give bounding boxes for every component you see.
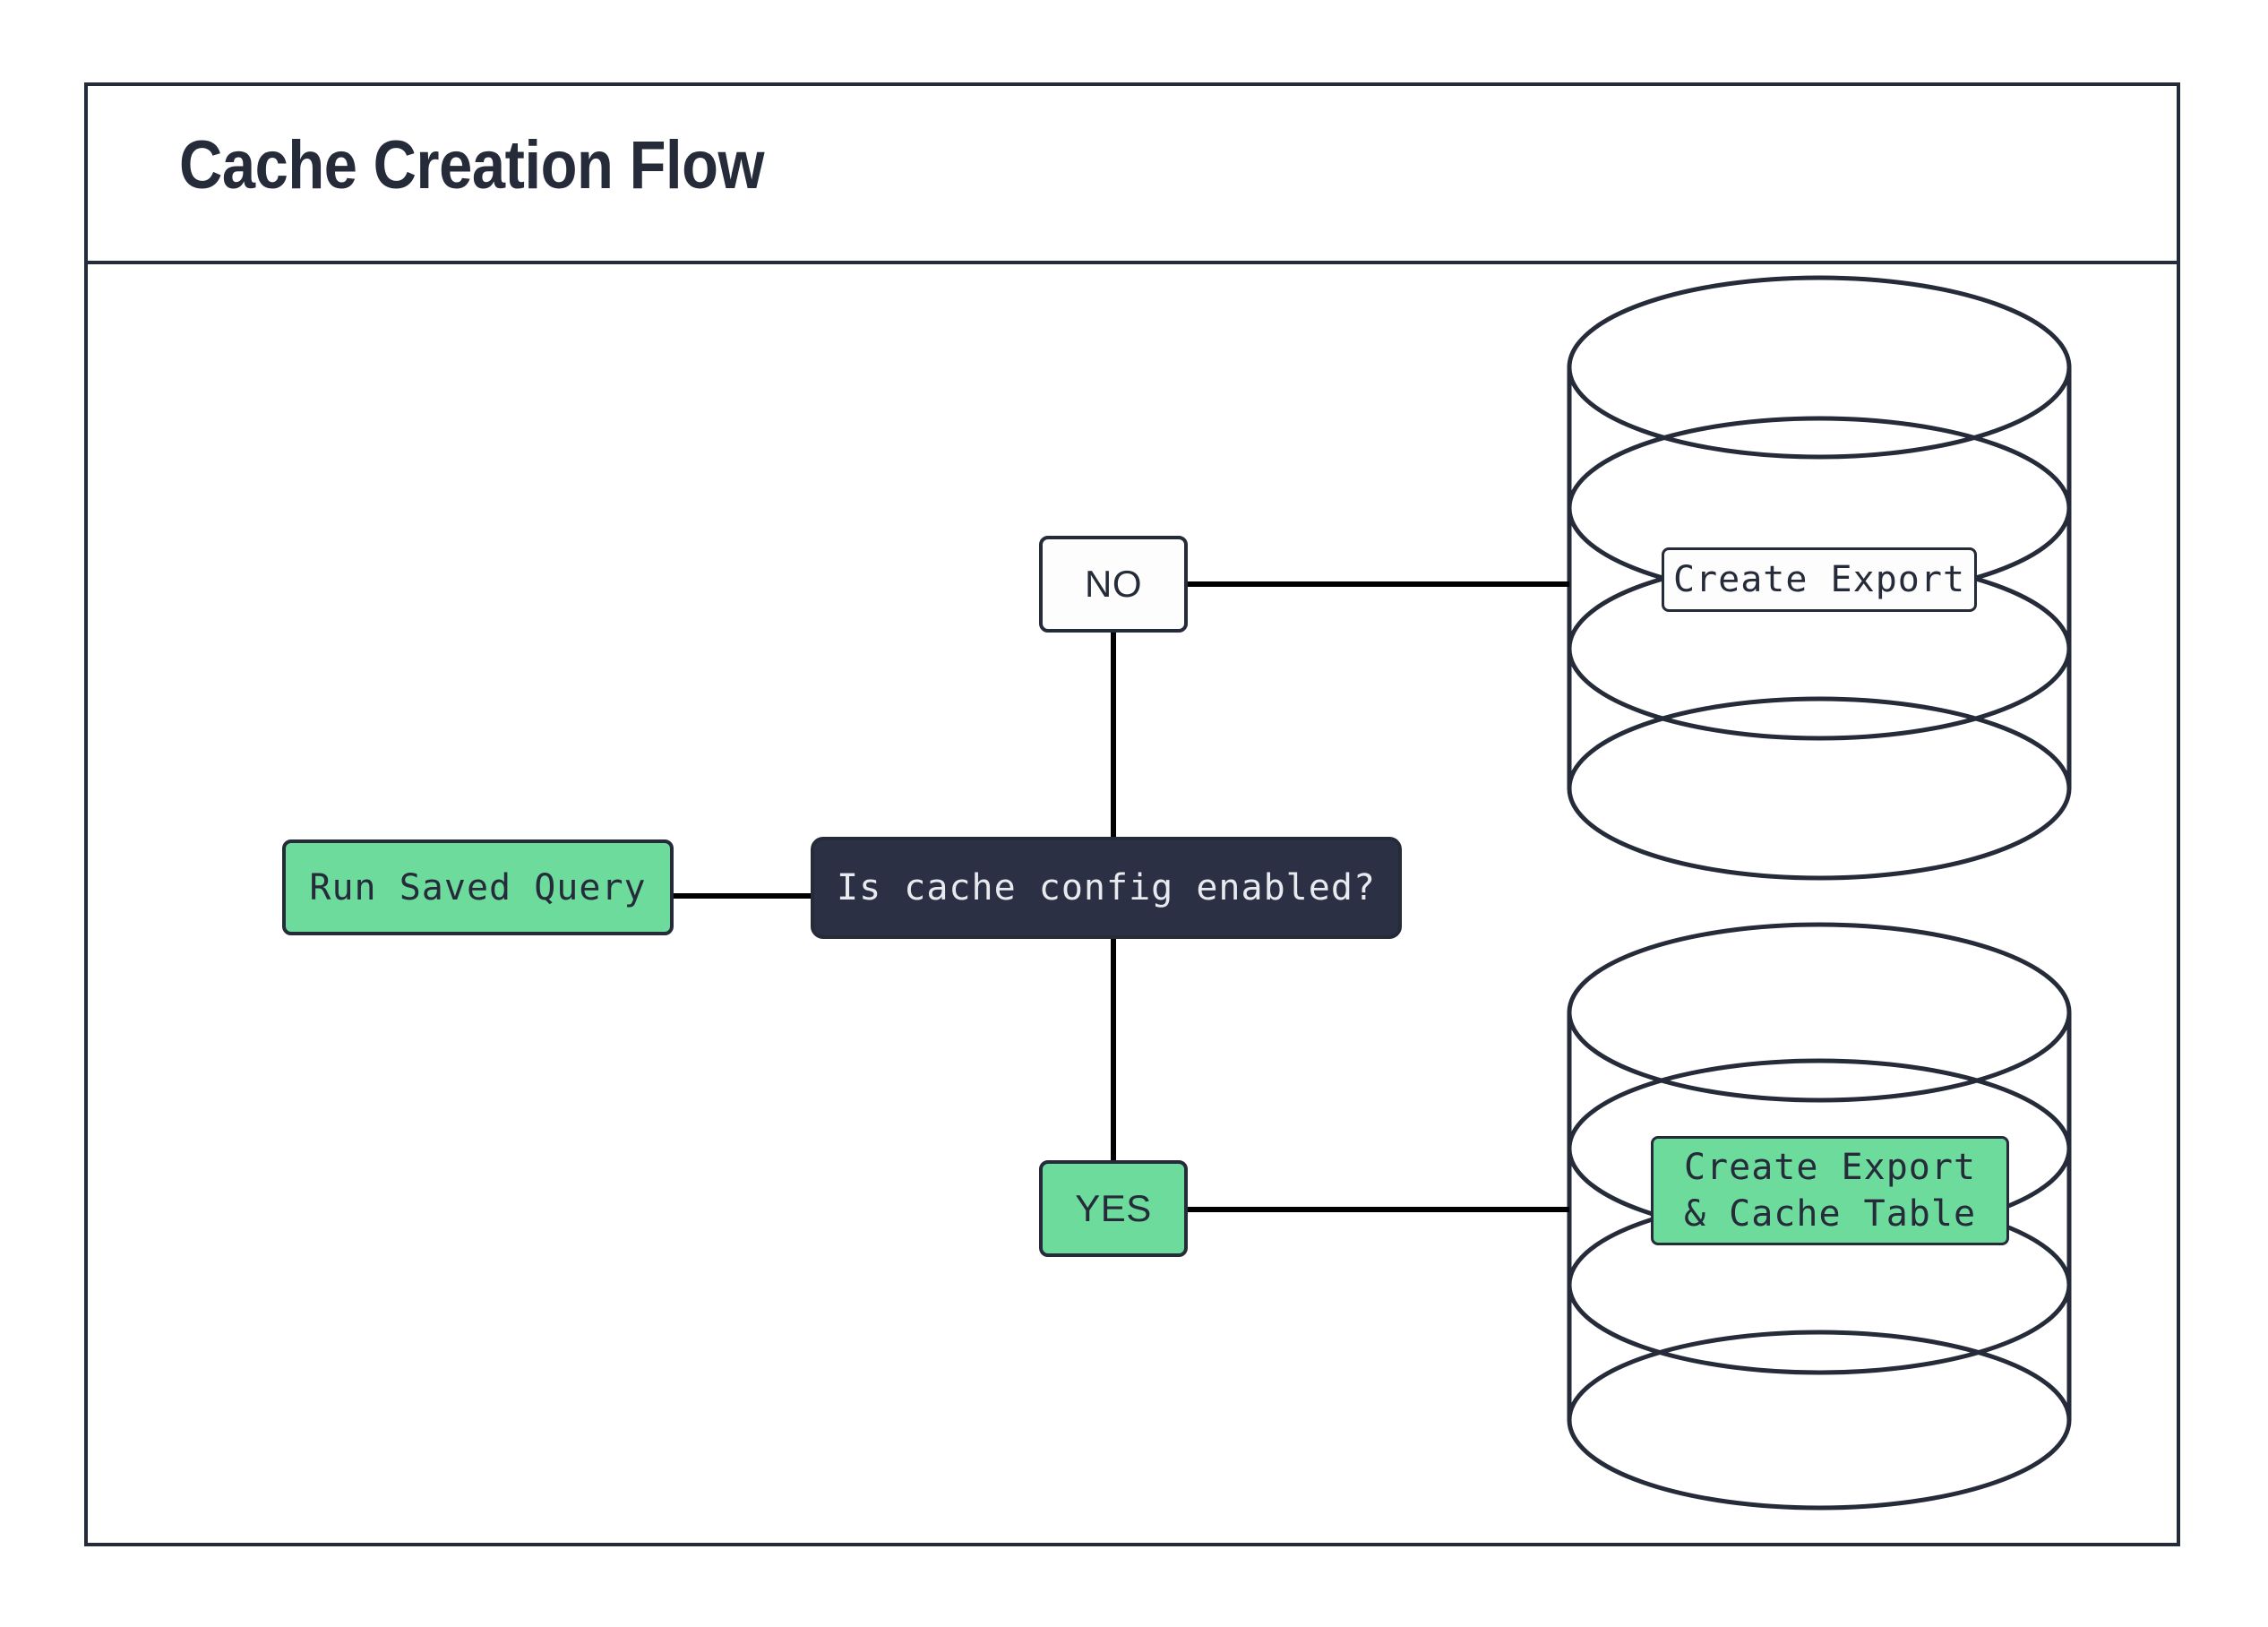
diagram-frame: [84, 82, 2180, 1546]
node-decision-label: Is cache config enabled?: [837, 867, 1376, 908]
node-database-top-label-box[interactable]: Create Export: [1662, 547, 1977, 612]
node-run-saved-query[interactable]: Run Saved Query: [282, 839, 674, 935]
node-branch-no[interactable]: NO: [1039, 536, 1188, 633]
cylinder-bottom-disk-1: [1567, 922, 2072, 1103]
database-cylinder-bottom: [1567, 922, 2072, 1511]
cylinder-bottom-disk-4: [1567, 1330, 2072, 1511]
node-database-bottom-label-line-2: & Cache Table: [1683, 1193, 1977, 1235]
cylinder-top-disk-4: [1567, 696, 2072, 881]
title-divider: [84, 261, 2180, 264]
node-branch-no-label: NO: [1085, 563, 1142, 605]
node-database-top-label-line-1: Create Export: [1672, 559, 1966, 600]
edges: [674, 581, 1569, 1212]
node-branch-yes[interactable]: YES: [1039, 1160, 1188, 1257]
page-title: Cache Creation Flow: [179, 127, 765, 203]
node-database-bottom-label-box[interactable]: Create Export & Cache Table: [1651, 1136, 2009, 1245]
node-database-bottom-label-line-1: Create Export: [1683, 1147, 1977, 1188]
cylinder-top-disk-1: [1567, 275, 2072, 460]
node-decision-is-cache-config-enabled[interactable]: Is cache config enabled?: [811, 837, 1402, 939]
node-branch-yes-label: YES: [1075, 1187, 1152, 1229]
node-run-saved-query-label: Run Saved Query: [309, 866, 647, 908]
